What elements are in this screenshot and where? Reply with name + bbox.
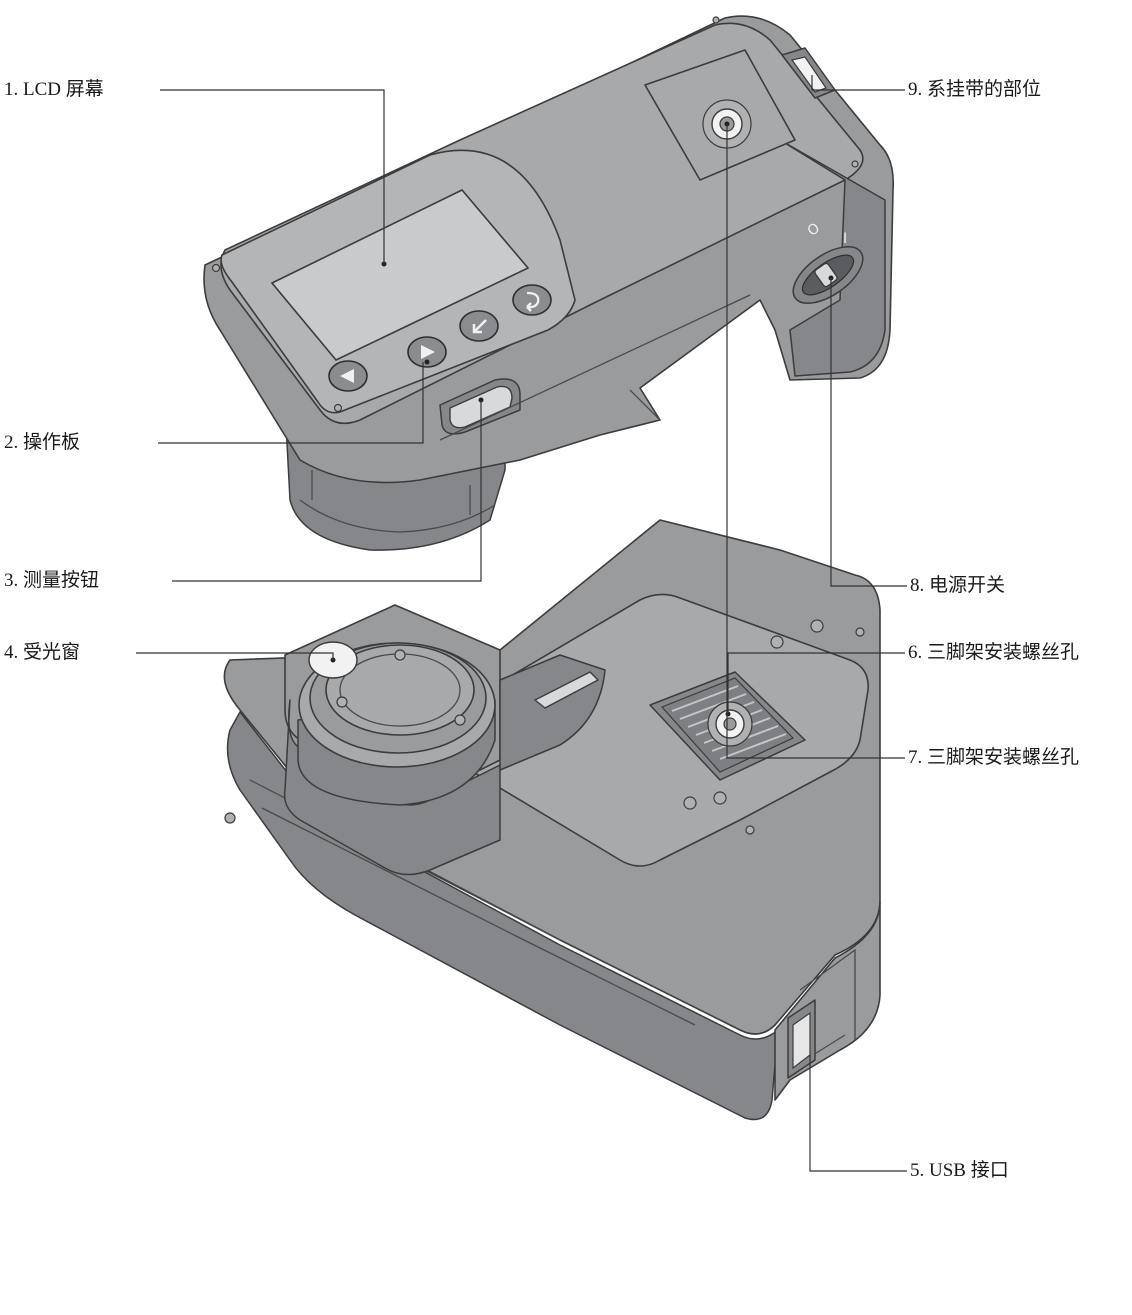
callout-strap-attachment: 9. 系挂带的部位	[908, 79, 1042, 100]
callout-tripod-hole-top: 7. 三脚架安装螺丝孔	[908, 747, 1080, 768]
left-arrow-icon	[340, 369, 354, 383]
leader-3	[172, 400, 482, 582]
usb-port-group	[787, 999, 816, 1079]
leader-9	[811, 75, 905, 91]
callout-operation-panel: 2. 操作板	[4, 432, 81, 453]
leader-6	[727, 652, 905, 714]
leader-4	[136, 652, 334, 660]
callout-power-switch: 8. 电源开关	[910, 575, 1006, 596]
strap-attachment	[781, 47, 836, 99]
leader-2	[158, 362, 424, 444]
leader-8	[830, 278, 907, 587]
leader-7	[726, 124, 905, 759]
callout-measure-button: 3. 测量按钮	[4, 570, 100, 591]
leader-lines	[136, 75, 907, 1172]
operation-panel	[328, 284, 552, 392]
callout-lcd-screen: 1. LCD 屏幕	[4, 79, 104, 100]
leader-5	[809, 1055, 907, 1172]
enter-icon	[472, 319, 487, 334]
lcd-screen	[270, 189, 530, 361]
leader-1	[160, 89, 385, 264]
switch-on-mark: I	[843, 231, 847, 247]
callout-usb-port: 5. USB 接口	[910, 1160, 1009, 1181]
return-button[interactable]	[512, 284, 552, 316]
callout-tripod-hole-bottom: 6. 三脚架安装螺丝孔	[908, 642, 1080, 663]
device-top-view: O I	[203, 15, 895, 551]
right-arrow-icon	[421, 345, 435, 359]
tripod-plate-top	[644, 49, 796, 181]
power-switch-group: O I	[792, 220, 864, 304]
receptor-cylinder	[224, 641, 496, 824]
return-icon	[526, 291, 540, 312]
device-bottom-view	[223, 519, 881, 1121]
callout-receptor-window: 4. 受光窗	[4, 642, 81, 663]
